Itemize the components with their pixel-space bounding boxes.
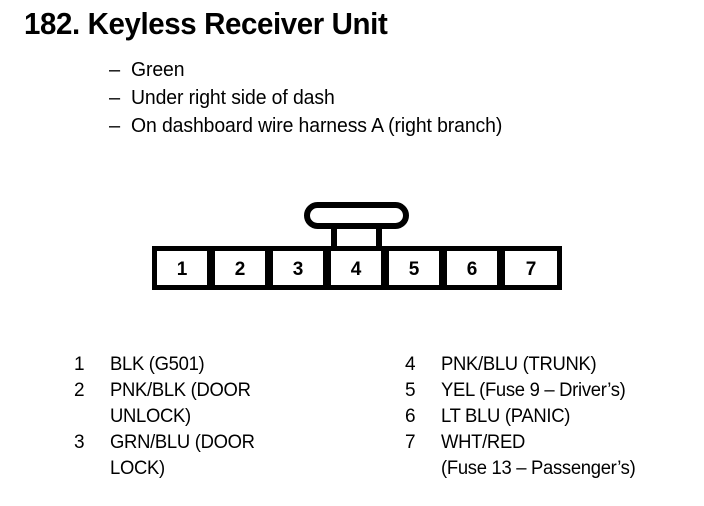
pin-legend-row: 3 GRN/BLU (DOOR LOCK) bbox=[74, 430, 384, 482]
notes-list: – Green – Under right side of dash – On … bbox=[109, 56, 689, 140]
connector-drawing: 1 2 3 4 5 6 7 bbox=[152, 202, 562, 290]
pin-description: BLK (G501) bbox=[110, 354, 205, 375]
latch-leg-right-icon bbox=[376, 223, 382, 248]
note-text: On dashboard wire harness A (right branc… bbox=[131, 115, 503, 137]
pin-cell-5 bbox=[389, 251, 439, 285]
pin-description: LT BLU (PANIC) bbox=[441, 406, 571, 427]
pin-description: PNK/BLK (DOOR UNLOCK) bbox=[110, 380, 251, 427]
pin-description: PNK/BLU (TRUNK) bbox=[441, 354, 597, 375]
pin-number: 5 bbox=[405, 380, 416, 401]
pin-number: 4 bbox=[405, 354, 416, 375]
dash-marker-icon: – bbox=[109, 59, 121, 81]
pin-description: GRN/BLU (DOOR LOCK) bbox=[110, 432, 255, 479]
pin-cell-4 bbox=[331, 251, 381, 285]
latch-leg-left-icon bbox=[331, 223, 337, 248]
pin-number-3: 3 bbox=[293, 259, 304, 280]
pin-number: 7 bbox=[405, 432, 416, 453]
pin-legend-row: 1 BLK (G501) bbox=[74, 352, 384, 378]
pin-number: 6 bbox=[405, 406, 416, 427]
pin-cell-1 bbox=[157, 251, 207, 285]
note-text: Under right side of dash bbox=[131, 87, 335, 109]
note-item: – On dashboard wire harness A (right bra… bbox=[109, 112, 689, 140]
pin-cell-6 bbox=[447, 251, 497, 285]
pin-legend: 1 BLK (G501) 2 PNK/BLK (DOOR UNLOCK) 3 G… bbox=[0, 352, 704, 502]
pin-cell-3 bbox=[273, 251, 323, 285]
pin-description: WHT/RED (Fuse 13 – Passenger’s) bbox=[441, 432, 636, 479]
note-item: – Under right side of dash bbox=[109, 84, 689, 112]
pin-description: YEL (Fuse 9 – Driver’s) bbox=[441, 380, 626, 401]
pin-number-1: 1 bbox=[177, 259, 188, 280]
pin-number: 1 bbox=[74, 354, 85, 375]
pin-legend-row: 7 WHT/RED (Fuse 13 – Passenger’s) bbox=[405, 430, 704, 482]
pin-number-2: 2 bbox=[235, 259, 246, 280]
connector-diagram: 1 2 3 4 5 6 7 bbox=[0, 190, 704, 300]
dash-marker-icon: – bbox=[109, 115, 121, 137]
pin-legend-row: 6 LT BLU (PANIC) bbox=[405, 404, 704, 430]
pin-number: 3 bbox=[74, 432, 85, 453]
pin-number-4: 4 bbox=[351, 259, 362, 280]
pin-cell-7 bbox=[505, 251, 557, 285]
note-item: – Green bbox=[109, 56, 689, 84]
pin-number: 2 bbox=[74, 380, 85, 401]
pin-number-6: 6 bbox=[467, 259, 478, 280]
latch-tab-icon bbox=[304, 202, 409, 229]
pin-number-7: 7 bbox=[526, 259, 537, 280]
pin-legend-row: 2 PNK/BLK (DOOR UNLOCK) bbox=[74, 378, 384, 430]
pin-legend-right-column: 4 PNK/BLU (TRUNK) 5 YEL (Fuse 9 – Driver… bbox=[405, 352, 704, 482]
pin-legend-row: 4 PNK/BLU (TRUNK) bbox=[405, 352, 704, 378]
page-title: 182. Keyless Receiver Unit bbox=[24, 6, 388, 41]
note-text: Green bbox=[131, 59, 185, 81]
pin-legend-row: 5 YEL (Fuse 9 – Driver’s) bbox=[405, 378, 704, 404]
pin-legend-left-column: 1 BLK (G501) 2 PNK/BLK (DOOR UNLOCK) 3 G… bbox=[74, 352, 384, 482]
pin-cell-2 bbox=[215, 251, 265, 285]
pin-number-5: 5 bbox=[409, 259, 420, 280]
dash-marker-icon: – bbox=[109, 87, 121, 109]
